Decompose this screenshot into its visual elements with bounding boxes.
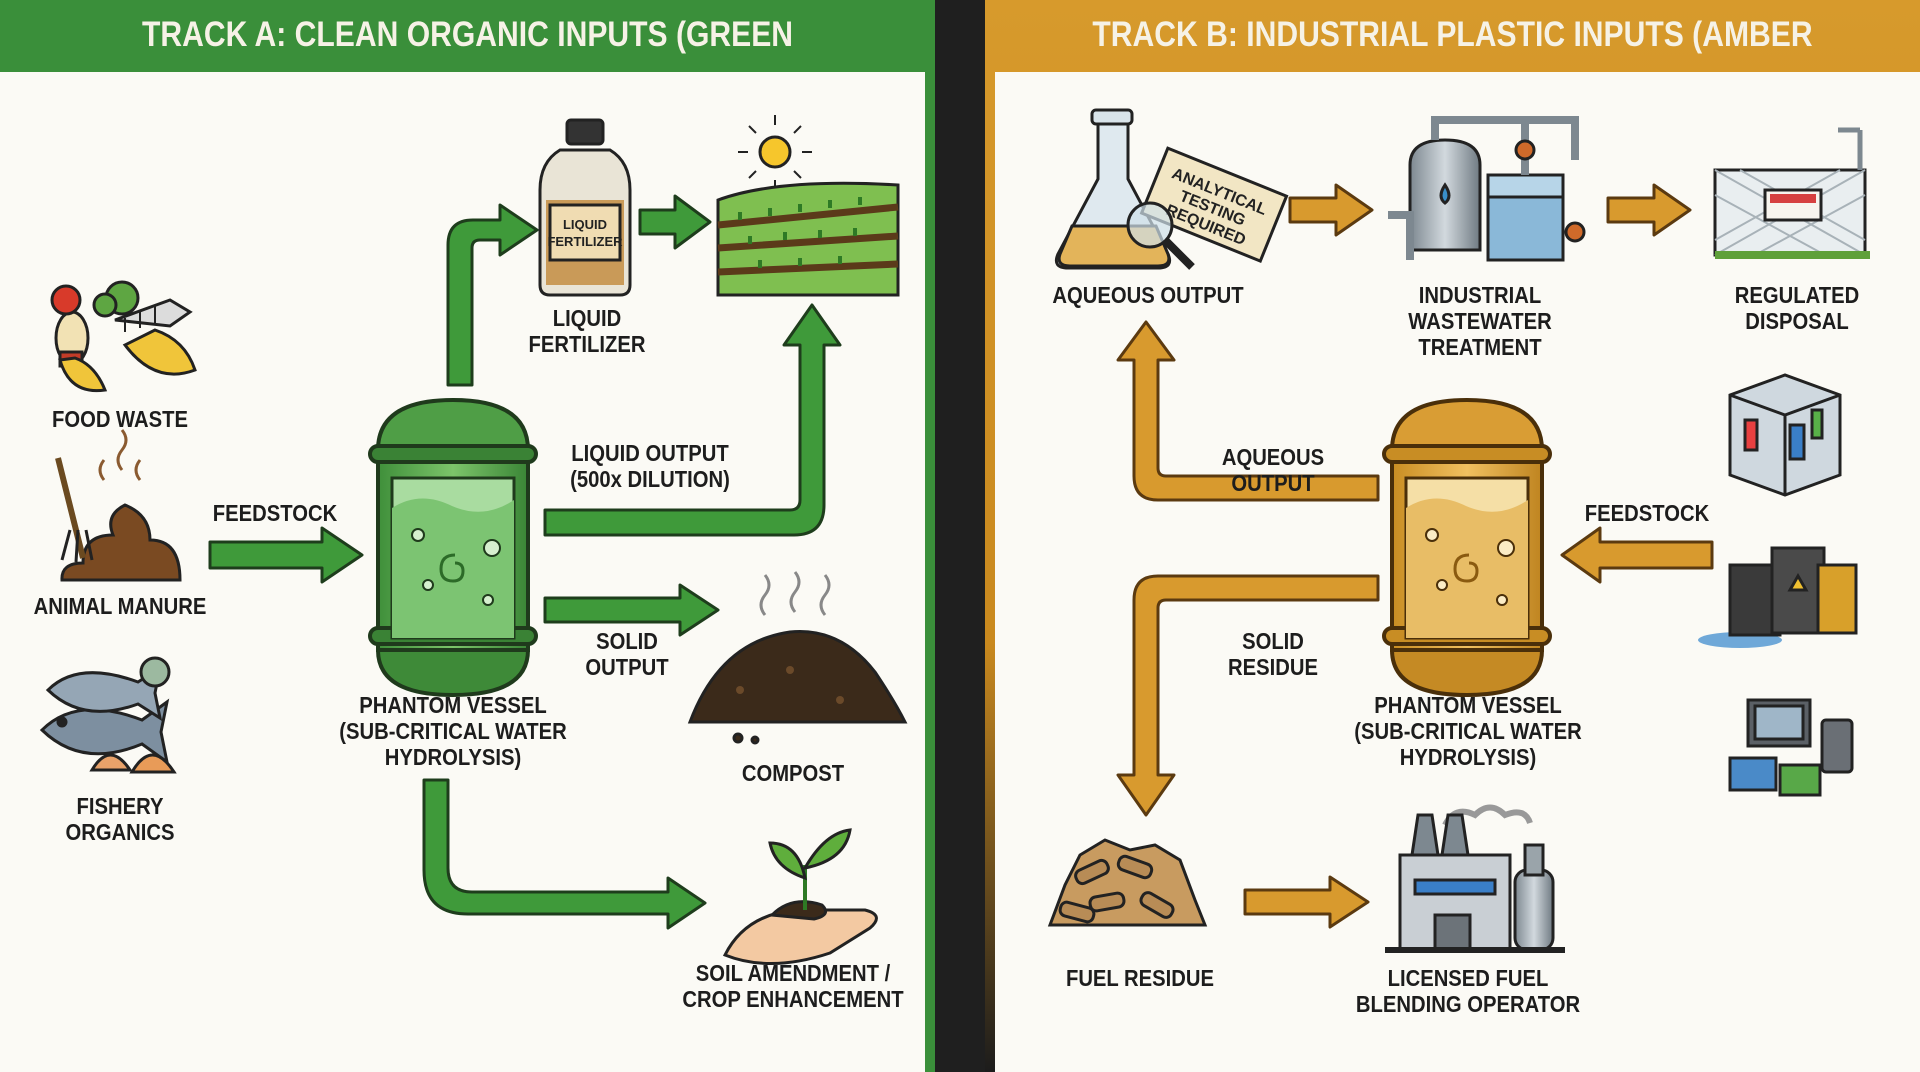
label-phantom-vessel-b-line-3: HYDROLYSIS) (1399, 744, 1537, 770)
label-liquid-output: LIQUID OUTPUT (500x DILUTION) (570, 440, 730, 492)
food-waste-icon (50, 280, 197, 393)
label-regulated-disposal: REGULATED DISPOSAL (1735, 282, 1859, 334)
plastic-bale-icon (1728, 373, 1842, 497)
label-liquid-output-line-2: (500x DILUTION) (570, 466, 730, 492)
label-phantom-vessel-a-line-2: (SUB-CRITICAL WATER (339, 718, 567, 744)
label-solid-output-line-2: OUTPUT (585, 654, 669, 680)
label-solid-residue-line-2: RESIDUE (1228, 654, 1318, 680)
arrow-feedstock-a (208, 526, 364, 584)
label-soil-amendment-line-2: CROP ENHANCEMENT (682, 986, 904, 1012)
label-industrial-wastewater-line-2: WASTEWATER (1408, 308, 1552, 334)
label-licensed-fuel-blending-line-2: BLENDING OPERATOR (1355, 991, 1581, 1017)
track-a-arrows (208, 194, 842, 930)
label-solid-residue-line-1: SOLID (1242, 628, 1304, 654)
label-solid-residue: SOLID RESIDUE (1228, 628, 1318, 680)
label-industrial-wastewater-line-1: INDUSTRIAL (1418, 282, 1542, 308)
arrow-fertilizer-to-field (638, 194, 712, 250)
label-industrial-wastewater: INDUSTRIAL WASTEWATER TREATMENT (1408, 282, 1552, 360)
label-phantom-vessel-a-line-3: HYDROLYSIS) (384, 744, 522, 770)
wood-pellets-icon (1047, 838, 1208, 927)
arrow-liquid-output (543, 303, 842, 537)
label-liquid-fertilizer-line-2: FERTILIZER (528, 331, 646, 357)
label-fishery-organics-line-1: FISHERY (76, 793, 164, 819)
label-fishery-organics: FISHERY ORGANICS (65, 793, 174, 845)
label-regulated-disposal-line-1: REGULATED (1734, 282, 1860, 308)
label-liquid-output-line-1: LIQUID OUTPUT (571, 440, 729, 466)
label-liquid-fertilizer-line-1: LIQUID (552, 305, 622, 331)
crop-field-icon (716, 115, 900, 297)
label-phantom-vessel-a-line-1: PHANTOM VESSEL (359, 692, 547, 718)
flask-testing-icon: ANALYTICAL TESTING REQUIRED (1054, 108, 1289, 270)
phantom-vessel-a (368, 397, 538, 698)
label-fuel-residue: FUEL RESIDUE (1065, 965, 1215, 991)
seedling-hand-icon (722, 828, 878, 966)
label-phantom-vessel-b-line-2: (SUB-CRITICAL WATER (1354, 718, 1582, 744)
label-phantom-vessel-a: PHANTOM VESSEL (SUB-CRITICAL WATER HYDRO… (339, 692, 566, 770)
label-soil-amendment: SOIL AMENDMENT / CROP ENHANCEMENT (682, 960, 903, 1012)
label-aqueous-output-mid-line-2: OUTPUT (1231, 470, 1315, 496)
label-feedstock-a: FEEDSTOCK (212, 500, 338, 526)
chemical-barrels-icon (1698, 546, 1858, 648)
label-industrial-wastewater-line-3: TREATMENT (1418, 334, 1542, 360)
liquid-fertilizer-bottle-icon: LIQUID FERTILIZER (538, 118, 632, 297)
bottle-label-line-1: LIQUID (563, 217, 607, 232)
regulated-disposal-icon (1713, 127, 1870, 259)
label-phantom-vessel-b: PHANTOM VESSEL (SUB-CRITICAL WATER HYDRO… (1354, 692, 1581, 770)
label-regulated-disposal-line-2: DISPOSAL (1745, 308, 1849, 334)
label-feedstock-b: FEEDSTOCK (1584, 500, 1710, 526)
arrow-aqueous-to-treatment (1288, 183, 1374, 237)
label-fishery-organics-line-2: ORGANICS (65, 819, 175, 845)
label-animal-manure: ANIMAL MANURE (33, 593, 207, 619)
compost-pile-icon (687, 571, 908, 745)
arrow-soil-amendment (422, 778, 707, 930)
label-aqueous-output-mid-line-1: AQUEOUS (1221, 444, 1325, 470)
animal-manure-icon (55, 429, 182, 582)
arrow-feedstock-b (1560, 526, 1714, 584)
label-liquid-fertilizer: LIQUID FERTILIZER (529, 305, 646, 357)
arrow-solid-residue (1116, 574, 1380, 817)
arrow-to-liquid-fertilizer (446, 203, 539, 387)
label-solid-output-line-1: SOLID (596, 628, 658, 654)
bottle-label-line-2: FERTILIZER (547, 234, 623, 249)
label-aqueous-output-top: AQUEOUS OUTPUT (1052, 282, 1244, 308)
blending-facility-icon (1385, 804, 1565, 953)
label-phantom-vessel-b-line-1: PHANTOM VESSEL (1374, 692, 1562, 718)
label-licensed-fuel-blending: LICENSED FUEL BLENDING OPERATOR (1356, 965, 1580, 1017)
arrow-residue-to-blending (1243, 875, 1370, 929)
wastewater-plant-icon (1388, 116, 1586, 262)
fishery-organics-icon (39, 656, 177, 774)
arrow-aqueous-output (1116, 320, 1380, 502)
label-aqueous-output-mid: AQUEOUS OUTPUT (1222, 444, 1324, 496)
label-food-waste: FOOD WASTE (51, 406, 189, 432)
track-a-title: TRACK A: CLEAN ORGANIC INPUTS (GREEN PAT… (141, 15, 794, 124)
phantom-vessel-b (1382, 397, 1552, 698)
arrow-solid-output (543, 583, 720, 637)
label-licensed-fuel-blending-line-1: LICENSED FUEL (1387, 965, 1549, 991)
electronic-waste-icon (1728, 698, 1854, 797)
track-b-arrows (1116, 183, 1714, 929)
label-solid-output: SOLID OUTPUT (585, 628, 668, 680)
label-soil-amendment-line-1: SOIL AMENDMENT / (695, 960, 891, 986)
arrow-treatment-to-disposal (1606, 183, 1692, 237)
label-compost: COMPOST (741, 760, 845, 786)
